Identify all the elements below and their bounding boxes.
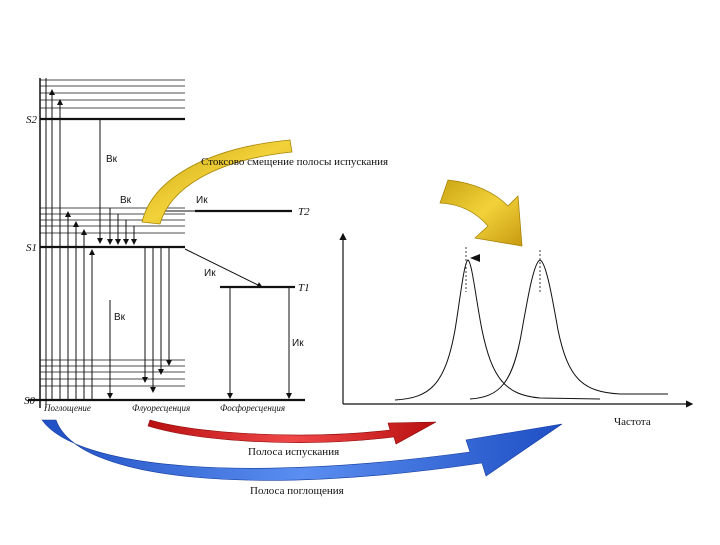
emission-band-curve [469,259,668,400]
ik-top-label: Ик [196,195,208,206]
absorption-band-arrow [41,419,563,481]
emission-band-arrow [147,419,437,445]
stokes-arrow-left [141,139,293,225]
vk-low-label: Вк [114,312,126,323]
absorption-band-caption: Полоса поглощения [250,485,344,497]
state-s2-label: S2 [26,114,38,126]
ik-mid-label: Ик [204,268,216,279]
fluorescence-arrows [142,247,172,393]
s0-levels [28,359,305,402]
state-t1-label: T1 [298,282,310,294]
s2-levels [40,79,185,121]
state-t2-label: T2 [298,206,310,218]
absorption-arrows [49,89,95,400]
stokes-shift-caption: Стоксово смещение полосы испускания [201,156,388,168]
energy-level-diagram [28,78,305,408]
stokes-arrow-right [439,179,523,247]
frequency-axis-label: Частота [614,416,651,428]
ik-right-label: Ик [292,338,304,349]
fluorescence-label: Флуоресценция [132,403,190,413]
state-s0-label: S0 [24,395,36,407]
peak-shift-arrowhead [470,254,480,262]
emission-band-caption: Полоса испускания [248,446,339,458]
ik-crossing-s1-t1 [184,248,263,288]
state-s1-label: S1 [26,242,37,254]
vk-top-label: Вк [106,154,118,165]
spectrum-plot [339,232,694,408]
vk-relaxation-s1 [107,208,137,245]
phosphorescence-label: Фосфоресценция [220,403,285,413]
absorption-band-curve [394,259,601,401]
absorption-label: Поглощение [43,403,91,413]
vk-mid-label: Вк [120,195,132,206]
